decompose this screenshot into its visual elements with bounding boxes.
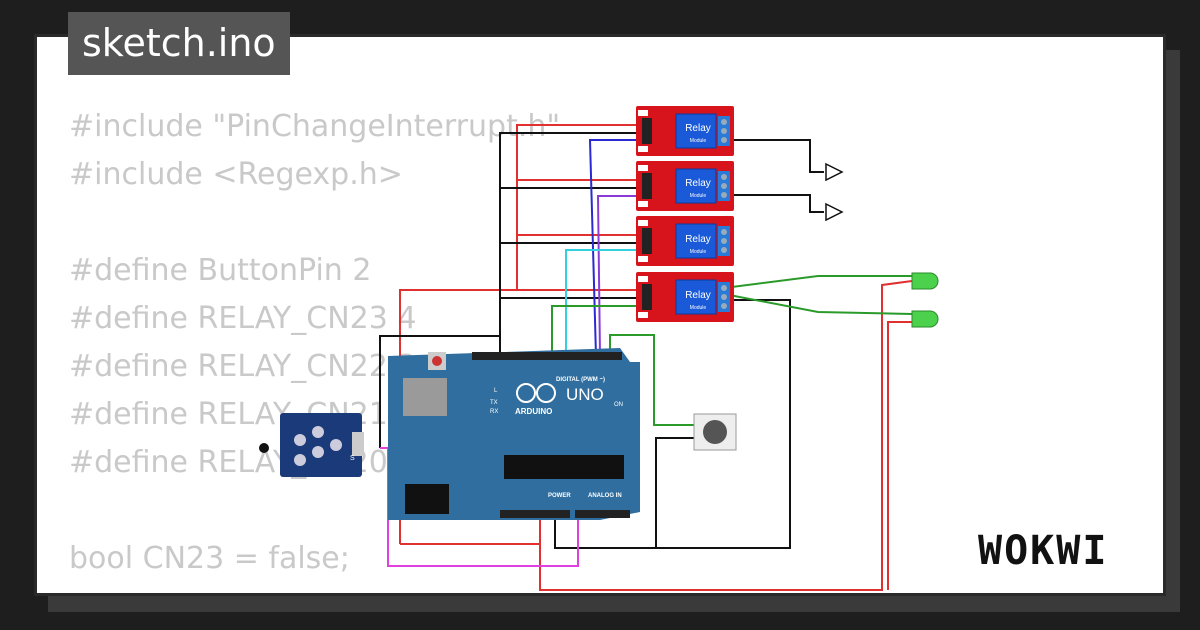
relay-label: Relay <box>685 123 711 134</box>
push-button[interactable] <box>693 413 737 451</box>
output-terminal-icon <box>825 202 844 222</box>
led-green[interactable] <box>911 310 939 328</box>
power-label: POWER <box>548 493 571 499</box>
code-line: bool CN23 = false; <box>69 541 350 576</box>
wokwi-logo: WOKWI <box>978 528 1109 574</box>
power-jack <box>405 484 449 514</box>
relay-module[interactable]: Relay Module <box>635 105 735 157</box>
rx-label: RX <box>490 409 498 415</box>
relay-module[interactable]: Relay Module <box>635 160 735 212</box>
led-green[interactable] <box>911 272 939 290</box>
l-led-label: L <box>494 388 498 394</box>
relay-label: Relay <box>685 290 711 301</box>
relay-module[interactable]: Relay Module <box>635 215 735 267</box>
relay-sublabel: Module <box>690 249 707 255</box>
code-line: #include "PinChangeInterrupt.h" <box>69 109 561 144</box>
digital-header <box>472 352 622 360</box>
power-header <box>500 510 570 518</box>
relay-sublabel: Module <box>690 138 707 144</box>
temperature-sensor-module[interactable]: S <box>259 413 364 477</box>
digital-label: DIGITAL (PWM ~) <box>556 377 605 383</box>
relay-label: Relay <box>685 178 711 189</box>
arduino-logo-icon <box>516 383 536 403</box>
board-brand: ARDUINO <box>515 407 552 416</box>
code-line: #define ButtonPin 2 <box>69 253 372 288</box>
usb-port <box>403 378 447 416</box>
arduino-uno-board[interactable]: UNO ARDUINO DIGITAL (PWM ~) POWER ANALOG… <box>388 348 640 520</box>
relay-module[interactable]: Relay Module <box>635 271 735 323</box>
analog-header <box>575 510 630 518</box>
sensor-pin-label: S <box>350 455 355 462</box>
on-label: ON <box>614 402 623 408</box>
relay-sublabel: Module <box>690 193 707 199</box>
relay-sublabel: Module <box>690 305 707 311</box>
relay-label: Relay <box>685 234 711 245</box>
code-line: #define RELAY_CN23 4 <box>69 301 417 336</box>
output-terminal-icon <box>825 162 844 182</box>
sketch-title-tag: sketch.ino <box>68 12 290 75</box>
board-model: UNO <box>566 385 604 404</box>
tx-label: TX <box>490 400 498 406</box>
code-line: bool CN22 = false; <box>69 583 560 593</box>
analog-label: ANALOG IN <box>588 493 622 499</box>
code-line: #include <Regexp.h> <box>69 157 403 192</box>
microcontroller-chip <box>504 455 624 479</box>
